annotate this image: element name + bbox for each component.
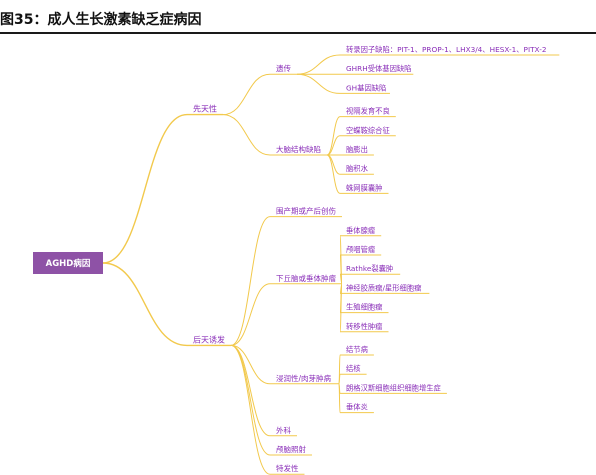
cause-label: 垂体腺瘤 bbox=[346, 226, 376, 235]
cause-label: 生殖细胞瘤 bbox=[346, 303, 383, 312]
cause-label: 朗格汉斯细胞组织细胞增生症 bbox=[346, 383, 441, 392]
connector-2 bbox=[230, 283, 271, 346]
figure-title: 图35：成人生长激素缺乏症病因 bbox=[0, 12, 202, 28]
cause-label: 神经胶质瘤/星形细胞瘤 bbox=[346, 283, 422, 292]
root-node-box bbox=[33, 252, 103, 274]
connector-2 bbox=[230, 344, 271, 456]
cause-label: 转移性肿瘤 bbox=[346, 322, 383, 331]
connector-2 bbox=[230, 344, 271, 385]
connector-3 bbox=[326, 116, 341, 156]
connector-2 bbox=[230, 216, 271, 346]
category-label: 后天诱发 bbox=[193, 334, 225, 344]
connector-2 bbox=[222, 114, 271, 156]
subcategory-label: 浸润性/肉芽肿病 bbox=[276, 373, 332, 383]
subcategory-label: 大脑结构缺陷 bbox=[276, 144, 321, 154]
cause-label: GH基因缺陷 bbox=[346, 83, 386, 92]
subcategory-label: 外科 bbox=[276, 425, 291, 435]
subcategory-label: 特发性 bbox=[276, 463, 299, 473]
node-layer: AGHD病因 先天性 遗传 转录因子缺陷：PIT-1、PROP-1、LHX3/4、HE… bbox=[33, 45, 546, 473]
subcategory-label: 颅脑照射 bbox=[276, 444, 306, 454]
connector-2 bbox=[230, 344, 271, 437]
cause-label: 垂体炎 bbox=[346, 403, 368, 412]
cause-label: 空蝶鞍综合征 bbox=[346, 126, 390, 135]
cause-label: 结核 bbox=[346, 364, 361, 373]
connector-3 bbox=[326, 135, 341, 156]
connector-2 bbox=[230, 344, 271, 475]
cause-label: Rathke裂囊肿 bbox=[346, 264, 393, 273]
cause-label: 转录因子缺陷：PIT-1、PROP-1、LHX3/4、HESX-1、PITX-2 bbox=[346, 45, 546, 54]
connector-3 bbox=[296, 73, 341, 94]
connector-3 bbox=[326, 154, 341, 194]
connector-1 bbox=[102, 262, 188, 347]
connector-1 bbox=[102, 113, 188, 264]
cause-label: 脑积水 bbox=[346, 164, 369, 173]
cause-label: 脑膨出 bbox=[346, 145, 368, 154]
subcategory-label: 围产期或产后创伤 bbox=[276, 206, 336, 216]
cause-label: 结节病 bbox=[346, 345, 368, 354]
connector-3 bbox=[339, 283, 343, 333]
cause-label: 蛛网膜囊肿 bbox=[346, 183, 382, 192]
connector-layer bbox=[102, 54, 560, 475]
subcategory-label: 下丘脑或垂体肿瘤 bbox=[276, 273, 336, 283]
connector-3 bbox=[296, 54, 341, 75]
cause-label: 视隔发育不良 bbox=[346, 107, 390, 116]
cause-label: GHRH受体基因缺陷 bbox=[346, 64, 411, 73]
cause-label: 颅咽管瘤 bbox=[346, 245, 376, 254]
connector-3 bbox=[338, 383, 341, 414]
root-node-label: AGHD病因 bbox=[46, 258, 91, 269]
category-label: 先天性 bbox=[193, 104, 217, 114]
subcategory-label: 遗传 bbox=[276, 63, 291, 73]
figure-title-bar: 图35：成人生长激素缺乏症病因 bbox=[0, 0, 596, 34]
connector-2 bbox=[222, 73, 271, 116]
